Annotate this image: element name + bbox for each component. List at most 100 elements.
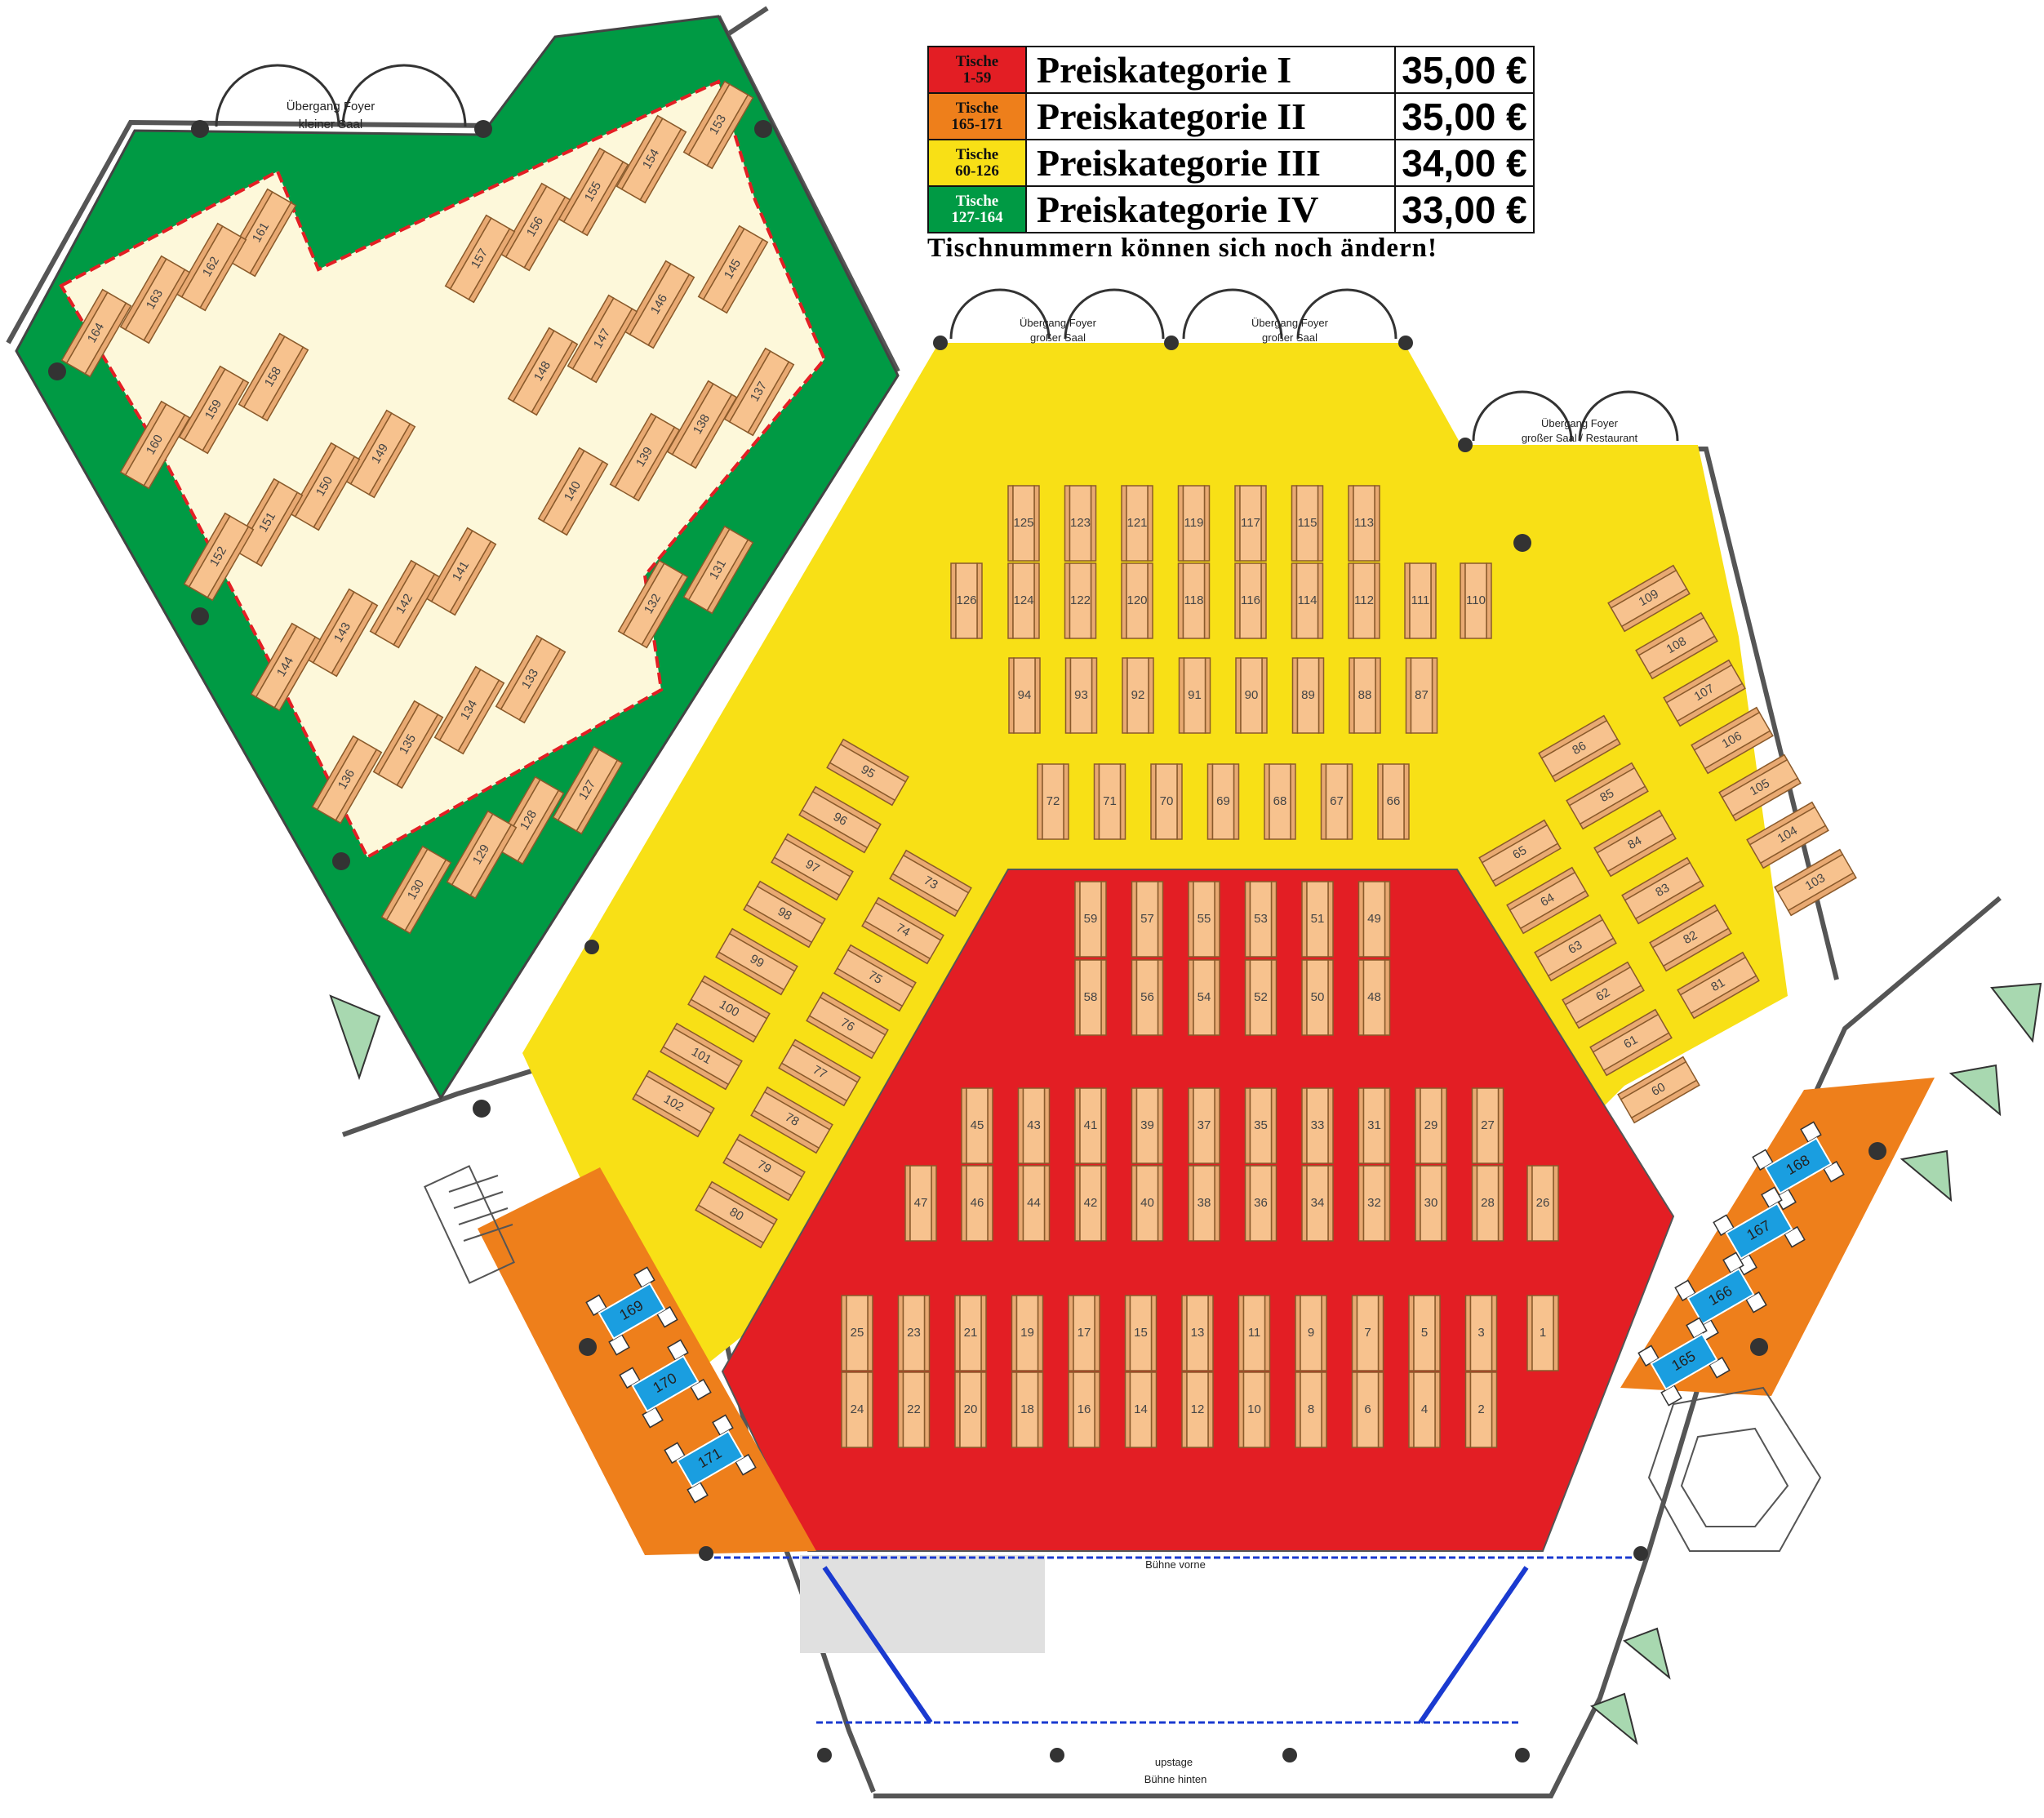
table-29[interactable]: 29: [1415, 1087, 1447, 1164]
table-78[interactable]: 78: [750, 1086, 833, 1154]
table-98[interactable]: 98: [743, 880, 826, 949]
table-108[interactable]: 108: [1635, 611, 1718, 680]
table-89[interactable]: 89: [1291, 657, 1325, 734]
table-169[interactable]: 169: [585, 1266, 678, 1356]
table-105[interactable]: 105: [1718, 753, 1802, 822]
table-13[interactable]: 13: [1181, 1295, 1214, 1371]
table-54[interactable]: 54: [1188, 959, 1220, 1036]
table-114[interactable]: 114: [1291, 562, 1324, 639]
table-112[interactable]: 112: [1348, 562, 1380, 639]
table-137[interactable]: 137: [723, 347, 795, 437]
table-46[interactable]: 46: [961, 1165, 993, 1242]
table-117[interactable]: 117: [1234, 485, 1267, 562]
table-109[interactable]: 109: [1607, 564, 1691, 633]
table-143[interactable]: 143: [307, 588, 379, 678]
table-165[interactable]: 165: [1637, 1317, 1731, 1407]
table-53[interactable]: 53: [1244, 881, 1278, 958]
table-145[interactable]: 145: [697, 224, 769, 314]
table-50[interactable]: 50: [1301, 959, 1334, 1036]
table-122[interactable]: 122: [1064, 562, 1097, 639]
table-4[interactable]: 4: [1408, 1371, 1441, 1448]
table-28[interactable]: 28: [1471, 1165, 1504, 1242]
table-68[interactable]: 68: [1264, 763, 1296, 840]
table-40[interactable]: 40: [1131, 1165, 1164, 1242]
table-130[interactable]: 130: [380, 845, 452, 935]
table-106[interactable]: 106: [1691, 706, 1774, 775]
table-75[interactable]: 75: [833, 944, 917, 1012]
table-142[interactable]: 142: [369, 559, 441, 649]
table-125[interactable]: 125: [1007, 485, 1040, 562]
table-170[interactable]: 170: [619, 1339, 712, 1429]
table-97[interactable]: 97: [771, 833, 854, 901]
table-163[interactable]: 163: [119, 255, 191, 344]
table-55[interactable]: 55: [1188, 881, 1220, 958]
table-90[interactable]: 90: [1235, 657, 1268, 734]
table-81[interactable]: 81: [1677, 951, 1760, 1020]
table-171[interactable]: 171: [664, 1414, 757, 1504]
table-104[interactable]: 104: [1746, 801, 1829, 869]
table-140[interactable]: 140: [537, 447, 609, 536]
table-12[interactable]: 12: [1181, 1371, 1214, 1448]
table-102[interactable]: 102: [632, 1069, 715, 1138]
table-72[interactable]: 72: [1037, 763, 1069, 840]
table-71[interactable]: 71: [1093, 763, 1126, 840]
table-136[interactable]: 136: [311, 735, 383, 825]
table-49[interactable]: 49: [1357, 881, 1391, 958]
table-115[interactable]: 115: [1291, 485, 1324, 562]
table-26[interactable]: 26: [1526, 1165, 1559, 1242]
table-23[interactable]: 23: [897, 1295, 931, 1371]
table-158[interactable]: 158: [238, 332, 309, 422]
table-20[interactable]: 20: [954, 1371, 987, 1448]
table-139[interactable]: 139: [609, 412, 681, 502]
table-16[interactable]: 16: [1068, 1371, 1100, 1448]
table-100[interactable]: 100: [687, 975, 771, 1043]
table-65[interactable]: 65: [1478, 819, 1562, 887]
table-61[interactable]: 61: [1589, 1008, 1673, 1077]
table-79[interactable]: 79: [722, 1133, 806, 1202]
table-67[interactable]: 67: [1320, 763, 1353, 840]
table-43[interactable]: 43: [1017, 1087, 1051, 1164]
table-15[interactable]: 15: [1124, 1295, 1158, 1371]
table-33[interactable]: 33: [1301, 1087, 1334, 1164]
table-118[interactable]: 118: [1177, 562, 1211, 639]
table-167[interactable]: 167: [1713, 1186, 1806, 1276]
table-129[interactable]: 129: [446, 810, 518, 900]
table-86[interactable]: 86: [1538, 714, 1621, 783]
table-133[interactable]: 133: [495, 634, 567, 724]
table-155[interactable]: 155: [558, 147, 629, 237]
table-126[interactable]: 126: [950, 562, 983, 639]
table-87[interactable]: 87: [1405, 657, 1438, 734]
table-95[interactable]: 95: [826, 738, 909, 807]
table-2[interactable]: 2: [1464, 1371, 1498, 1448]
table-41[interactable]: 41: [1074, 1087, 1107, 1164]
table-91[interactable]: 91: [1178, 657, 1211, 734]
table-14[interactable]: 14: [1124, 1371, 1158, 1448]
table-30[interactable]: 30: [1415, 1165, 1447, 1242]
table-45[interactable]: 45: [961, 1087, 993, 1164]
table-107[interactable]: 107: [1663, 659, 1746, 727]
table-57[interactable]: 57: [1131, 881, 1164, 958]
table-60[interactable]: 60: [1617, 1056, 1700, 1124]
table-121[interactable]: 121: [1121, 485, 1153, 562]
table-144[interactable]: 144: [250, 622, 322, 712]
table-25[interactable]: 25: [841, 1295, 873, 1371]
table-7[interactable]: 7: [1351, 1295, 1384, 1371]
table-3[interactable]: 3: [1464, 1295, 1498, 1371]
table-162[interactable]: 162: [176, 222, 247, 312]
table-62[interactable]: 62: [1562, 961, 1645, 1029]
table-11[interactable]: 11: [1238, 1295, 1271, 1371]
table-70[interactable]: 70: [1150, 763, 1183, 840]
table-74[interactable]: 74: [861, 896, 944, 965]
table-124[interactable]: 124: [1007, 562, 1040, 639]
table-34[interactable]: 34: [1301, 1165, 1334, 1242]
table-152[interactable]: 152: [183, 512, 255, 602]
table-1[interactable]: 1: [1526, 1295, 1559, 1371]
table-96[interactable]: 96: [798, 785, 882, 854]
table-8[interactable]: 8: [1295, 1371, 1327, 1448]
table-24[interactable]: 24: [841, 1371, 873, 1448]
table-73[interactable]: 73: [889, 849, 972, 918]
table-123[interactable]: 123: [1064, 485, 1097, 562]
table-88[interactable]: 88: [1349, 657, 1381, 734]
table-113[interactable]: 113: [1348, 485, 1380, 562]
table-10[interactable]: 10: [1238, 1371, 1271, 1448]
